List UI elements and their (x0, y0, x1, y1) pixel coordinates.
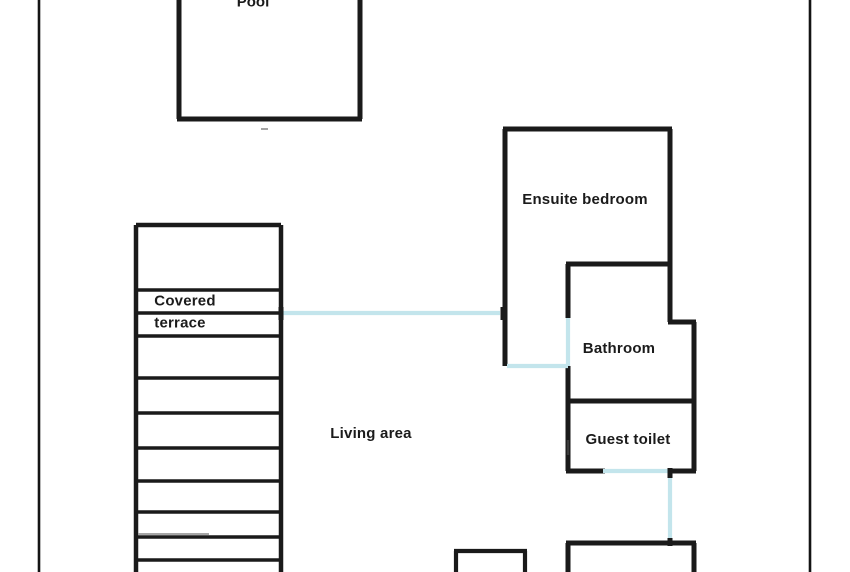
guest-toilet-walls (565, 401, 697, 474)
room-label-living-area: Living area (330, 425, 412, 443)
bathroom-walls (565, 264, 697, 404)
covered-terrace-outline (133, 222, 284, 572)
room-label-covered-terrace: Covered terrace (154, 290, 215, 334)
room-label-pool: Pool (236, 0, 270, 11)
bottom-small-room-walls (453, 548, 528, 572)
door-openings (283, 310, 673, 541)
bottom-right-room-walls (565, 540, 697, 572)
room-label-bathroom: Bathroom (582, 340, 656, 358)
covered-terrace-label-line-1: Covered (154, 292, 216, 310)
pool-outline (176, 0, 363, 122)
room-label-guest-toilet: Guest toilet (585, 431, 671, 449)
room-label-ensuite-bedroom: Ensuite bedroom (522, 191, 648, 209)
door-jamb-marks (278, 307, 673, 546)
ensuite-bedroom-walls (502, 126, 673, 366)
covered-terrace-slats (136, 288, 281, 562)
covered-terrace-label-line-2: terrace (154, 314, 206, 331)
